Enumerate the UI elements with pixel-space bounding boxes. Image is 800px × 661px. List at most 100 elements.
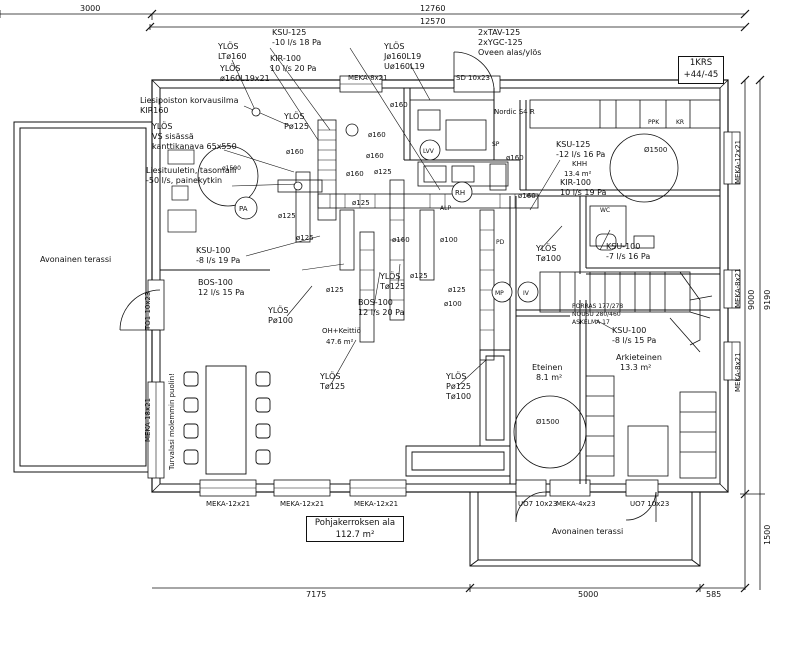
pipe-160-g: ø160 (392, 236, 410, 244)
tag-ylos-t125-2: Tø125 (380, 282, 406, 291)
pipe-125-c: ø125 (410, 272, 428, 280)
tag-vs-1: YLÖS (152, 122, 173, 131)
sofa (405, 349, 511, 477)
dim-right-terrace: 1500 (763, 525, 772, 545)
tag-ylos-mid-2: Pø125 (446, 382, 471, 391)
tag-kir-khh-1: KIR-100 (560, 178, 591, 187)
door-swings (119, 51, 657, 522)
equip-mp: MP (495, 290, 504, 297)
tag-kir-top-1: KIR-100 (270, 54, 301, 63)
dimension-ticks (145, 9, 765, 593)
tag-bos-mid: BOS-100 12 l/s 20 Pa (358, 298, 404, 318)
tag-ksu-wc-1: KSU-100 (606, 242, 641, 251)
tag-ylos-p125-2: Pø125 (284, 122, 309, 131)
tag-bos-left: BOS-100 12 l/s 15 Pa (198, 278, 244, 298)
dimension-lines (0, 10, 765, 592)
room-entrance-name: Eteinen (532, 363, 562, 372)
revision-line-2: +44/-45 (683, 70, 719, 80)
dim-bottom-mid: 5000 (578, 590, 598, 599)
pipe-160-c: ø160 (366, 152, 384, 160)
room-living-area: 47.6 m² (326, 338, 354, 346)
stairs-note-2: NOUSU 280/460 (572, 311, 621, 318)
room-living-name: OH+Keittiö (322, 327, 361, 335)
room-entrance-area: 8.1 m² (536, 373, 562, 382)
tag-ksu-khh: KSU-125 -12 l/s 16 Pa (556, 140, 605, 160)
pipe-160-d: ø160 (346, 170, 364, 178)
pipe-100-b: ø100 (444, 300, 462, 308)
tag-ksu-ut-1: KSU-100 (612, 326, 647, 335)
tag-tav: 2xTAV-125 2xYGC-125 Oveen alas/ylös (478, 28, 541, 58)
dim-bottom-right: 585 (706, 590, 721, 599)
tag-ksu-ut: KSU-100 -8 l/s 15 Pa (612, 326, 656, 346)
tag-ylos-bottom-2: Tø125 (320, 382, 346, 391)
tag-vs-2: VS sisässä (152, 132, 194, 141)
pipe-160-b: ø160 (390, 101, 408, 109)
tag-lt-1: Liesituuletin, tasomalli (146, 166, 237, 175)
revision-line-1: 1KRS (689, 58, 713, 68)
tag-ylos-ju-1: YLÖS (384, 42, 405, 51)
dining-set (183, 365, 271, 475)
tag-ylos-bottom-1: YLÖS (320, 372, 341, 381)
tag-ylos-lt: YLÖS LTø160 (218, 42, 246, 62)
equip-lvv: LVV (423, 148, 435, 155)
terrace-bottom (469, 492, 701, 567)
door-bottom-2: UO7 10x23 (630, 500, 669, 508)
room-wc-label: WC (600, 207, 610, 214)
pipe-160-a: ø160 (368, 131, 386, 139)
pipe-125-g: ø125 (374, 168, 392, 176)
tag-ksu-khh-2: -12 l/s 16 Pa (556, 150, 606, 159)
floor-area-box: Pohjakerroksen ala 112.7 m² (306, 516, 404, 542)
floor-area-title: Pohjakerroksen ala (314, 518, 396, 528)
tag-ksu-khh-1: KSU-125 (556, 140, 591, 149)
pipe-100-a: ø100 (440, 236, 458, 244)
room-khh-name: KHH (572, 160, 587, 168)
tag-liesi: Liesipoiston korvausilma KIR160 (140, 96, 239, 116)
equip-iv: IV (523, 290, 530, 297)
tag-bos-left-1: BOS-100 (198, 278, 233, 287)
nordic-label: Nordic S4 R (494, 108, 535, 116)
floor-area-value: 112.7 m² (335, 530, 375, 540)
revision-box: 1KRS +44/-45 (678, 56, 724, 84)
tag-tav-2: 2xYGC-125 (478, 38, 523, 47)
turning-circle-label: Ø1500 (536, 418, 559, 426)
left-shelves (167, 149, 197, 233)
tag-ylos-p100-1: YLÖS (268, 306, 289, 315)
tag-ylos-lt-2: LTø160 (218, 52, 247, 61)
tag-ksu-top-1: KSU-125 (272, 28, 307, 37)
window-panes (155, 83, 733, 489)
utility-cabinets (585, 375, 717, 479)
equip-pd: PD (496, 239, 505, 246)
pipe-125-f: ø125 (296, 234, 314, 242)
tag-ylos-mid: YLÖS Pø125 Tø100 (446, 372, 471, 402)
tag-tav-1: 2xTAV-125 (478, 28, 521, 37)
window-left-1: MEKA-18x21 (144, 398, 152, 442)
tag-ylos-160: YLÖS ø160L19x21 (220, 64, 270, 84)
terrace-left (13, 121, 153, 473)
dim-total-top: 12760 (420, 4, 445, 13)
equip-pa: PA (239, 205, 248, 213)
dim-left-top: 3000 (80, 4, 100, 13)
tag-ksu-wc: KSU-100 -7 l/s 16 Pa (606, 242, 650, 262)
kitchen-circle-label: ø1500 (222, 165, 241, 172)
pipe-125-e: ø125 (448, 286, 466, 294)
tag-ylos-mid-1: YLÖS (446, 372, 467, 381)
tag-ylos-p125: YLÖS Pø125 (284, 112, 309, 132)
tag-ylos-wc-2: Tø100 (536, 254, 562, 263)
room-corridor-label: ALP (440, 205, 451, 212)
room-utility-area: 13.3 m² (620, 363, 651, 372)
tag-ylos-bottom: YLÖS Tø125 (320, 372, 345, 392)
pipe-125-b: ø125 (278, 212, 296, 220)
tag-ylos-t125-1: YLÖS (380, 272, 401, 281)
tag-liesi-1: Liesipoiston korvausilma (140, 96, 239, 105)
staircase (539, 271, 713, 353)
tag-bos-mid-2: 12 l/s 20 Pa (358, 308, 405, 317)
tag-bos-left-2: 12 l/s 15 Pa (198, 288, 245, 297)
room-utility-name: Arkieteinen (616, 353, 662, 362)
turning-circles (197, 145, 587, 469)
stairs-note-3: ASKELMA 17 (572, 319, 610, 326)
tag-bos-mid-1: BOS-100 (358, 298, 393, 307)
tag-ylos-lt-1: YLÖS (218, 42, 239, 51)
window-top-1: MEKA-8x21 (348, 74, 388, 82)
tag-liesi-2: KIR160 (140, 106, 169, 115)
